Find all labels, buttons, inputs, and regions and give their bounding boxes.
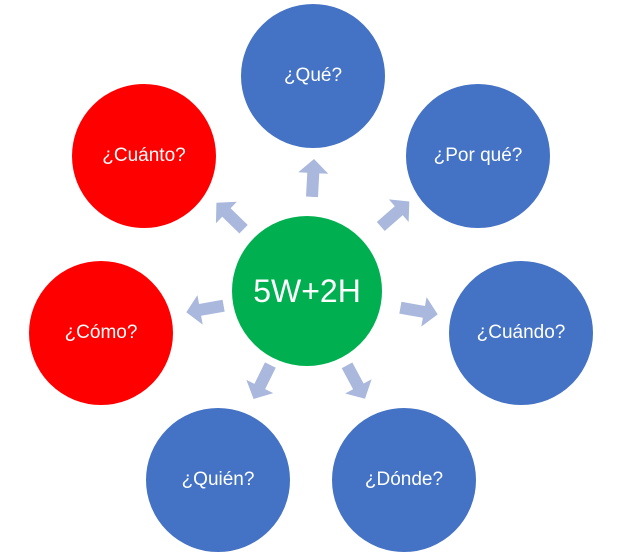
arrow-to-que [297,158,329,198]
arrow-to-cuando [398,293,441,329]
node-label-cuanto: ¿Cuánto? [102,145,186,166]
node-label-que: ¿Qué? [283,65,343,86]
arrow-to-donde [334,358,378,406]
node-cuando: ¿Cuándo? [447,259,595,407]
node-como: ¿Cómo? [27,259,175,407]
node-cuanto: ¿Cuánto? [70,82,218,230]
center-node: 5W+2H [230,214,384,368]
center-label: 5W+2H [253,272,361,309]
node-label-como: ¿Cómo? [64,322,138,343]
node-label-donde: ¿Dónde? [364,469,444,490]
arrow-to-como [184,291,227,327]
node-que: ¿Qué? [239,2,387,150]
arrow-to-cuanto [206,192,254,240]
arrow-to-por-que [371,190,419,238]
arrow-to-quien [240,358,284,405]
node-donde: ¿Dónde? [330,406,478,554]
node-label-quien: ¿Quién? [181,469,255,490]
node-label-por-que: ¿Por qué? [433,145,523,166]
node-por-que: ¿Por qué? [404,82,552,230]
node-label-cuando: ¿Cuándo? [476,322,566,343]
node-quien: ¿Quién? [144,406,292,554]
